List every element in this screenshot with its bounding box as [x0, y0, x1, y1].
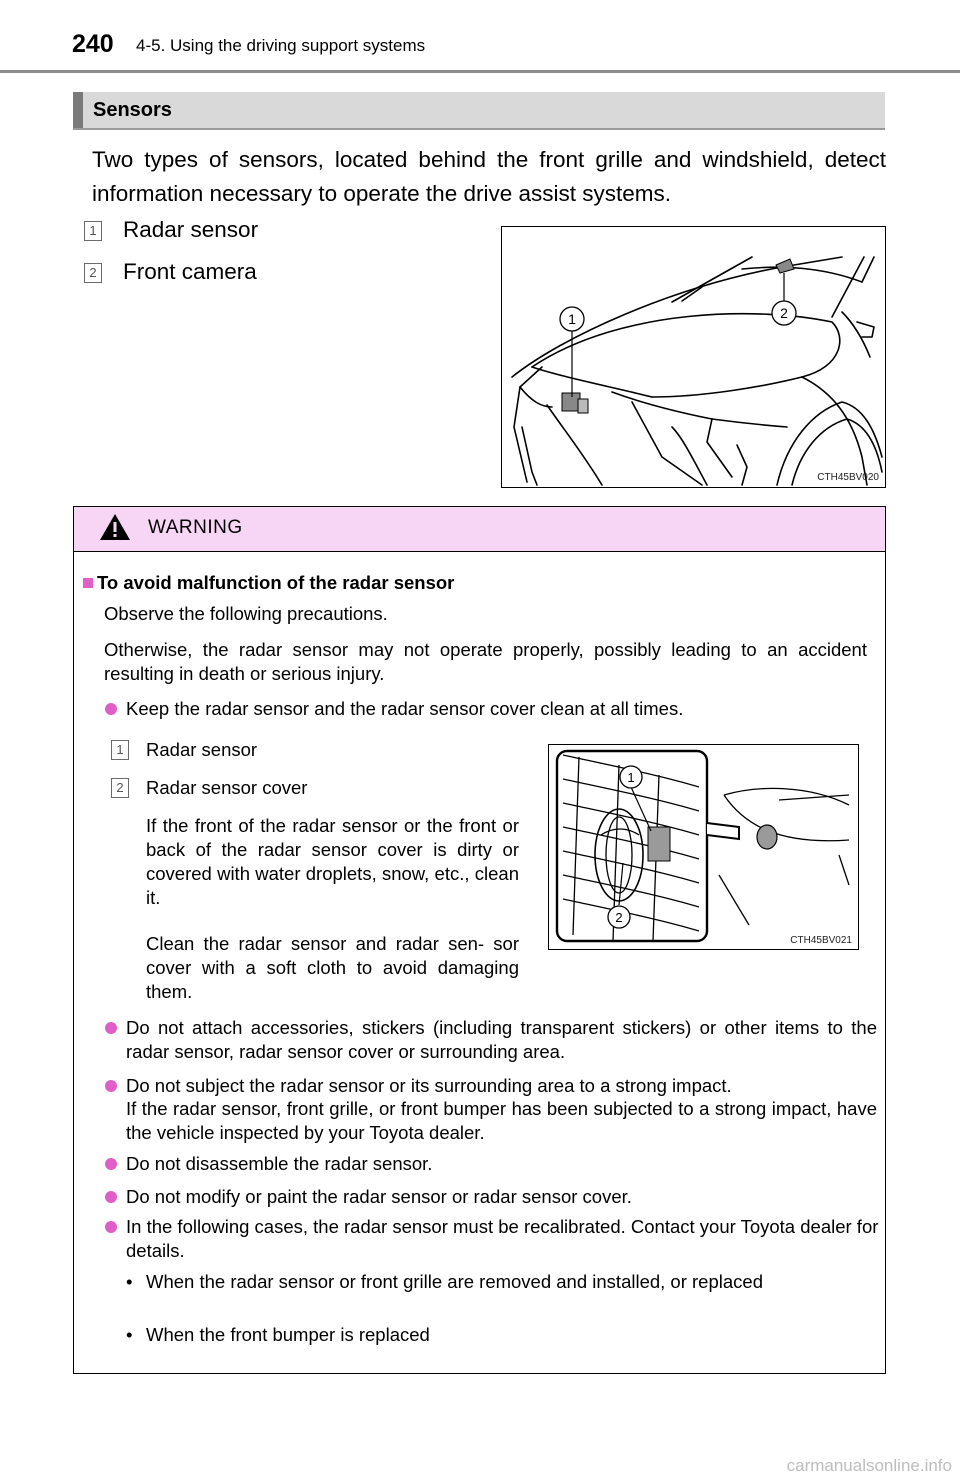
section-intro: Two types of sensors, located behind the…	[92, 147, 886, 206]
bullet-no-modify: Do not modify or paint the radar sensor …	[126, 1186, 632, 1207]
warning-header	[74, 507, 885, 552]
warning-heading: To avoid malfunction of the radar sensor	[97, 572, 455, 593]
sub-item-radar-sensor-cover: Radar sensor cover	[146, 777, 308, 798]
item-label-radar-sensor: Radar sensor	[123, 217, 259, 242]
callout-number-1: 1	[84, 221, 102, 241]
section-title: Sensors	[93, 99, 172, 121]
svg-text:2: 2	[615, 910, 622, 925]
callout-number-1: 1	[111, 740, 129, 760]
callout-number-2: 2	[111, 778, 129, 798]
square-bullet-icon	[83, 578, 93, 588]
bullet-no-accessories: Do not attach accessories, stickers (inc…	[126, 1017, 877, 1062]
car-front-illustration: 1 2	[511, 256, 883, 486]
section-accent	[73, 92, 83, 128]
paragraph-clean-method: Clean the radar sensor and radar sen- so…	[146, 933, 519, 1002]
sub-item-radar-sensor: Radar sensor	[146, 739, 258, 760]
warning-intro-1: Observe the following precautions.	[104, 603, 388, 624]
header-rule	[0, 70, 960, 73]
radar-sensor-grille-figure: 1 2 CTH45BV021	[548, 744, 859, 950]
figure-code: CTH45BV020	[817, 472, 879, 483]
case-removed-installed: When the radar sensor or front grille ar…	[146, 1271, 763, 1292]
round-bullet-icon	[105, 1191, 117, 1203]
bullet-impact-inspection: If the radar sensor, front grille, or fr…	[126, 1098, 877, 1143]
watermark: carmanualsonline.info	[786, 1456, 952, 1475]
bullet-recalibration: In the following cases, the radar sensor…	[126, 1216, 879, 1261]
warning-title: WARNING	[148, 517, 243, 538]
bullet-keep-clean: Keep the radar sensor and the radar sens…	[126, 698, 684, 719]
dash-bullet-mark: •	[126, 1271, 133, 1292]
paragraph-if-dirty: If the front of the radar sensor or the …	[146, 815, 519, 908]
warning-intro-2: Otherwise, the radar sensor may not oper…	[104, 639, 867, 684]
warning-box	[73, 506, 886, 1374]
round-bullet-icon	[105, 1080, 117, 1092]
svg-text:1: 1	[627, 770, 634, 785]
round-bullet-icon	[105, 1221, 117, 1233]
round-bullet-icon	[105, 1022, 117, 1034]
case-bumper-replaced: When the front bumper is replaced	[146, 1324, 430, 1345]
section-heading-bar: Sensors	[73, 92, 885, 130]
callout-number-2: 2	[84, 263, 102, 283]
chapter-title: 4-5. Using the driving support systems	[136, 36, 426, 55]
svg-text:2: 2	[780, 305, 788, 321]
page-number: 240	[72, 30, 114, 58]
round-bullet-icon	[105, 1158, 117, 1170]
warning-triangle-icon	[100, 514, 130, 540]
bullet-no-disassemble: Do not disassemble the radar sensor.	[126, 1153, 433, 1174]
bullet-no-impact: Do not subject the radar sensor or its s…	[126, 1075, 732, 1096]
car-front-sensors-figure: 1 2 CTH45BV020	[501, 226, 886, 488]
grille-emblem-illustration: 1 2	[555, 749, 850, 943]
item-label-front-camera: Front camera	[123, 259, 257, 284]
svg-text:1: 1	[568, 311, 576, 327]
figure-code: CTH45BV021	[790, 935, 852, 946]
round-bullet-icon	[105, 703, 117, 715]
dash-bullet-mark: •	[126, 1324, 133, 1345]
